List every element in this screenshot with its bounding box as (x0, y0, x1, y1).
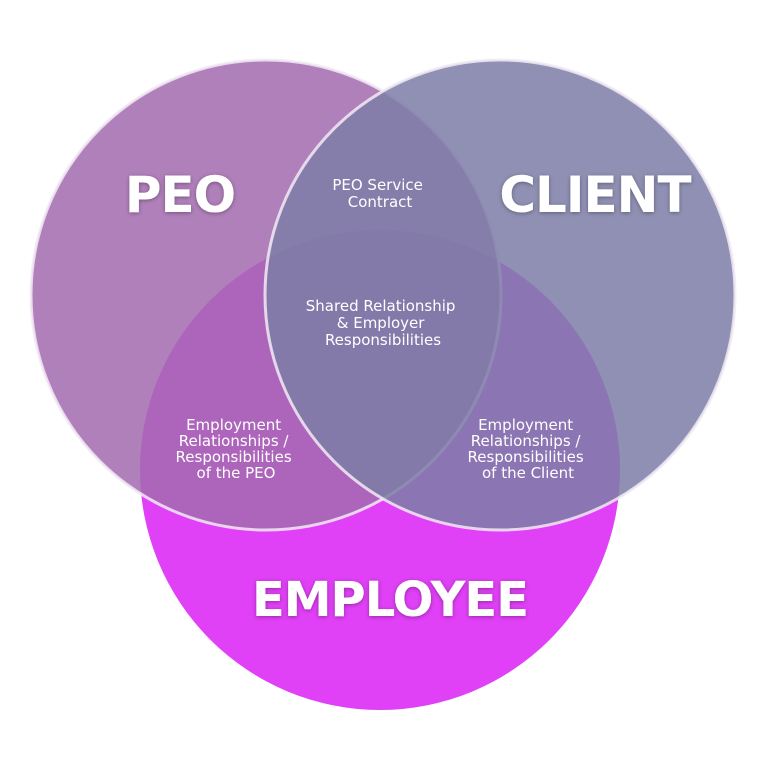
client-employee-line-3: Responsibilities (468, 448, 584, 466)
client-label: CLIENT (499, 166, 691, 224)
peo-label: PEO (125, 166, 235, 224)
client-employee-line-4: of the Client (482, 464, 574, 482)
client-employee-overlap-label: Employment Relationships / Responsibilit… (468, 416, 589, 482)
shared-line-3: Responsibilities (325, 331, 441, 349)
peo-client-overlap-label: PEO Service Contract (332, 176, 427, 211)
shared-overlap-label: Shared Relationship & Employer Responsib… (306, 297, 460, 349)
client-circle (263, 58, 737, 532)
peo-employee-line-1: Employment (186, 416, 281, 434)
peo-employee-line-3: Responsibilities (176, 448, 292, 466)
peo-employee-line-2: Relationships / (179, 432, 290, 450)
peo-client-line-1: PEO Service (332, 176, 423, 194)
shared-line-2: & Employer (337, 314, 426, 332)
client-employee-line-1: Employment (478, 416, 573, 434)
client-employee-line-2: Relationships / (471, 432, 582, 450)
peo-employee-overlap-label: Employment Relationships / Responsibilit… (176, 416, 297, 482)
employee-label: EMPLOYEE (252, 572, 528, 628)
shared-line-1: Shared Relationship (306, 297, 456, 315)
peo-employee-line-4: of the PEO (197, 464, 276, 482)
peo-client-line-2: Contract (348, 193, 413, 211)
